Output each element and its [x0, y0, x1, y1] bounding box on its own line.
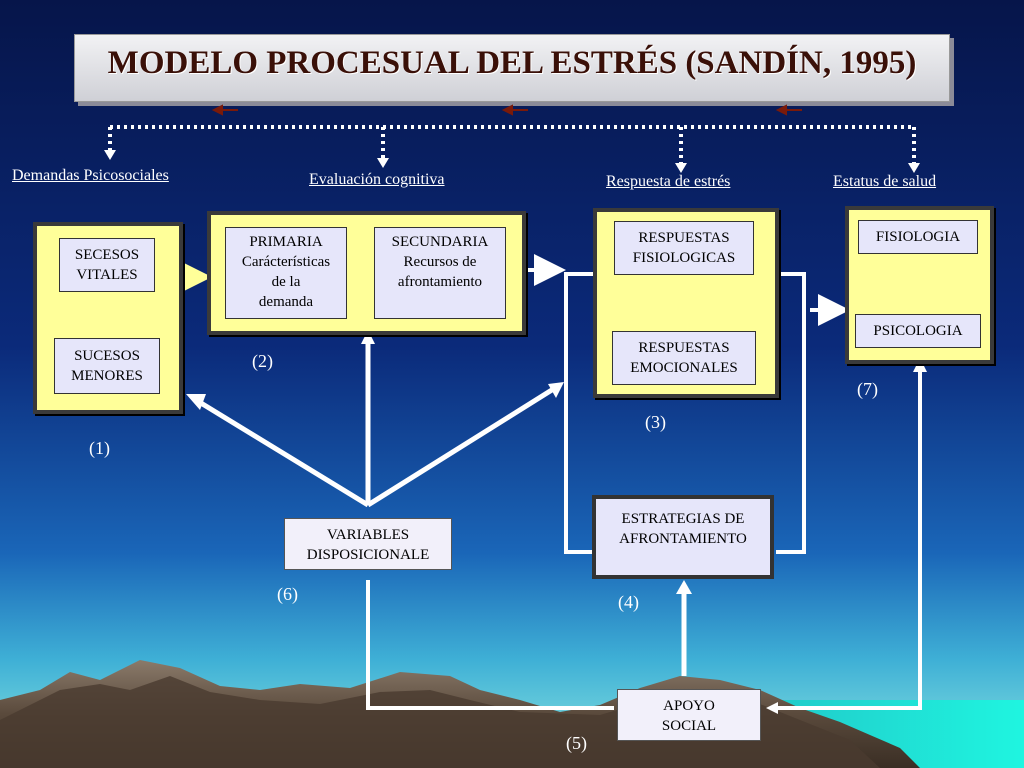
label-5: (5): [566, 733, 587, 753]
psicologia-box: PSICOLOGIA: [855, 314, 981, 348]
sucesos-menores-box: SUCESOS MENORES: [54, 338, 160, 394]
header-respuesta: Respuesta de estrés: [606, 173, 731, 190]
label-1: (1): [89, 438, 110, 458]
label-2: (2): [252, 351, 273, 371]
primaria-box: PRIMARIA Carácterísticas de la demanda: [225, 227, 347, 319]
label-4: (4): [618, 592, 639, 612]
header-estatus: Estatus de salud: [833, 173, 937, 190]
respuestas-fisiologicas-box: RESPUESTAS FISIOLOGICAS: [614, 221, 754, 275]
header-evaluacion: Evaluación cognitiva: [309, 171, 445, 188]
page-title: MODELO PROCESUAL DEL ESTRÉS (SANDÍN, 199…: [107, 45, 917, 81]
apoyo-social-box: APOYO SOCIAL: [617, 689, 761, 741]
secesos-vitales-box: SECESOS VITALES: [59, 238, 155, 292]
respuestas-emocionales-box: RESPUESTAS EMOCIONALES: [612, 331, 756, 385]
title-box: MODELO PROCESUAL DEL ESTRÉS (SANDÍN, 199…: [74, 34, 950, 102]
secundaria-box: SECUNDARIA Recursos de afrontamiento: [374, 227, 506, 319]
label-7: (7): [857, 379, 878, 399]
label-6: (6): [277, 584, 298, 604]
fisiologia-box: FISIOLOGIA: [858, 220, 978, 254]
header-demandas: Demandas Psicosociales: [12, 167, 169, 184]
variables-disposicionales-box: VARIABLES DISPOSICIONALE: [284, 518, 452, 570]
feedback-dotted-line: [108, 125, 916, 165]
estrategias-afrontamiento-box: ESTRATEGIAS DE AFRONTAMIENTO: [592, 495, 774, 579]
feedback-direction-arrows: [211, 104, 802, 116]
label-3: (3): [645, 412, 666, 432]
